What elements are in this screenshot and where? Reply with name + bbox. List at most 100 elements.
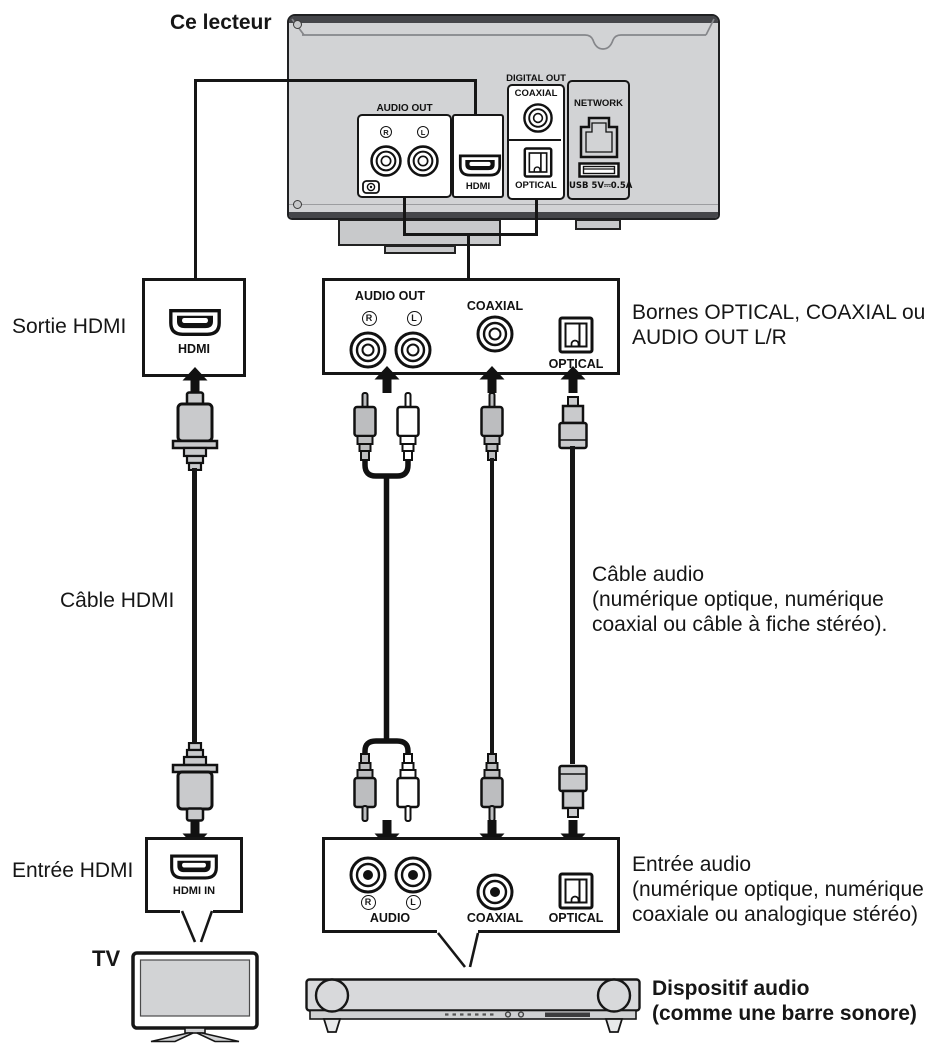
- hdmi-out-box: HDMI: [142, 278, 246, 377]
- player-digital-out-panel: DIGITAL OUT COAXIAL OPTICAL: [506, 73, 566, 200]
- tv-icon: [131, 951, 261, 1043]
- hdmi-connection-line: [196, 79, 477, 82]
- hdmi-port-icon: [458, 154, 502, 178]
- hdmi-out-port-label: HDMI: [178, 342, 210, 356]
- soundbar-icon: [305, 976, 641, 1034]
- audio-cable-line2: (numérique optique, numérique: [592, 588, 884, 611]
- player-foot: [338, 219, 501, 246]
- optical-port-icon: [523, 146, 553, 179]
- coaxial-jack-icon: [475, 314, 515, 354]
- tv-callout-lines: [180, 910, 214, 943]
- rca-jack-r-icon: [348, 855, 388, 895]
- channel-l-badge: L: [406, 310, 422, 326]
- terminals-annotation: Bornes OPTICAL, COAXIAL ou AUDIO OUT L/R: [632, 300, 928, 350]
- hdmi-cable-line: [192, 468, 197, 745]
- audio-input-line1: Entrée audio: [632, 853, 752, 876]
- optical-label: OPTICAL: [548, 911, 604, 925]
- audio-cable-annotation: Câble audio (numérique optique, numériqu…: [592, 562, 922, 637]
- audio-device-line1: Dispositif audio: [652, 977, 810, 1000]
- rca-plug-icon: [351, 752, 379, 822]
- ethernet-port-icon: [579, 114, 619, 160]
- chassis-seam-line: [289, 203, 718, 205]
- rca-plug-icon: [394, 392, 422, 462]
- up-arrow-icon: [374, 366, 400, 393]
- optical-port-icon: [558, 871, 594, 911]
- audio-connection-line: [403, 233, 538, 236]
- callout-gap: [437, 928, 478, 934]
- optical-port-icon: [558, 315, 594, 355]
- audio-cable-line1: Câble audio: [592, 563, 705, 586]
- up-arrow-icon: [560, 366, 586, 393]
- audio-connection-line: [403, 198, 406, 236]
- rca-jack-l-icon: [393, 855, 433, 895]
- optical-plug-icon: [556, 764, 590, 818]
- channel-r-badge: R: [361, 310, 377, 326]
- player-hdmi-panel: HDMI: [452, 114, 504, 198]
- hdmi-in-label: Entrée HDMI: [12, 859, 134, 882]
- player-foot: [575, 219, 621, 230]
- player-network-panel: NETWORK USB 5V⎓0.5A: [567, 80, 633, 200]
- hdmi-connector-icon: [170, 742, 220, 822]
- coaxial-plug-icon: [478, 392, 506, 462]
- player-title: Ce lecteur: [170, 11, 272, 34]
- hdmi-cable-label: Câble HDMI: [60, 589, 175, 612]
- coaxial-label: COAXIAL: [466, 299, 524, 313]
- terminals-annotation-line1: Bornes OPTICAL, COAXIAL ou: [632, 301, 926, 324]
- network-port-label: NETWORK: [573, 98, 624, 109]
- optical-port-label: OPTICAL: [515, 180, 557, 191]
- soundbar-callout-lines: [436, 932, 480, 968]
- screw-icon: [293, 20, 302, 29]
- coaxial-port-label: COAXIAL: [514, 88, 558, 99]
- digital-out-panel-label: DIGITAL OUT: [506, 73, 566, 84]
- player-foot: [384, 245, 456, 254]
- channel-l-badge: L: [405, 894, 421, 910]
- coaxial-jack-icon: [475, 872, 515, 912]
- rca-jack-r-icon: [369, 144, 403, 178]
- audio-in-box: R L AUDIO COAXIAL OPTICAL: [322, 837, 620, 933]
- coaxial-label: COAXIAL: [466, 911, 524, 925]
- chassis-outline-detail: [291, 18, 715, 50]
- player-audio-out-panel: AUDIO OUT R L: [357, 103, 452, 198]
- ground-terminal-icon: [362, 180, 380, 194]
- rca-jack-r-icon: [348, 330, 388, 370]
- optical-cable-line: [570, 446, 575, 764]
- audio-connection-line: [467, 233, 470, 280]
- audio-input-line3: coaxiale ou analogique stéréo): [632, 903, 919, 926]
- hdmi-connection-line: [474, 79, 477, 116]
- audio-out-box-label: AUDIO OUT: [354, 289, 426, 303]
- audio-input-annotation: Entrée audio (numérique optique, numériq…: [632, 852, 928, 927]
- hdmi-port-icon: [168, 308, 222, 338]
- hdmi-port-icon: [169, 854, 219, 881]
- audio-connection-line: [535, 200, 538, 236]
- coaxial-cable-line: [490, 458, 494, 755]
- rca-jack-l-icon: [406, 144, 440, 178]
- up-arrow-icon: [182, 367, 208, 394]
- audio-label: AUDIO: [369, 911, 411, 925]
- up-arrow-icon: [479, 366, 505, 393]
- tv-label: TV: [92, 946, 121, 971]
- audio-device-line2: (comme une barre sonore): [652, 1002, 917, 1025]
- hdmi-in-port-label: HDMI IN: [172, 885, 216, 897]
- channel-r-badge: R: [380, 126, 392, 138]
- optical-plug-icon: [556, 396, 590, 450]
- usb-port-label: USB 5V⎓0.5A: [569, 181, 633, 191]
- audio-device-annotation: Dispositif audio (comme une barre sonore…: [652, 976, 928, 1026]
- coaxial-jack-icon: [522, 102, 554, 134]
- coaxial-plug-icon: [478, 752, 506, 822]
- audio-cable-line3: coaxial ou câble à fiche stéréo).: [592, 613, 888, 636]
- rca-plug-icon: [394, 752, 422, 822]
- audio-input-line2: (numérique optique, numérique: [632, 878, 924, 901]
- chassis-bottom-edge: [289, 212, 718, 218]
- hdmi-out-label: Sortie HDMI: [12, 315, 127, 338]
- stereo-cable-lines: [362, 459, 411, 757]
- audio-out-box: AUDIO OUT R L COAXIAL OPTICAL: [322, 278, 620, 375]
- hdmi-connection-line: [194, 79, 197, 278]
- channel-l-badge: L: [417, 126, 429, 138]
- screw-icon: [293, 200, 302, 209]
- channel-r-badge: R: [360, 894, 376, 910]
- hdmi-port-label: HDMI: [465, 181, 491, 192]
- hdmi-connector-icon: [170, 391, 220, 471]
- hdmi-in-box: HDMI IN: [145, 837, 243, 913]
- rca-jack-l-icon: [393, 330, 433, 370]
